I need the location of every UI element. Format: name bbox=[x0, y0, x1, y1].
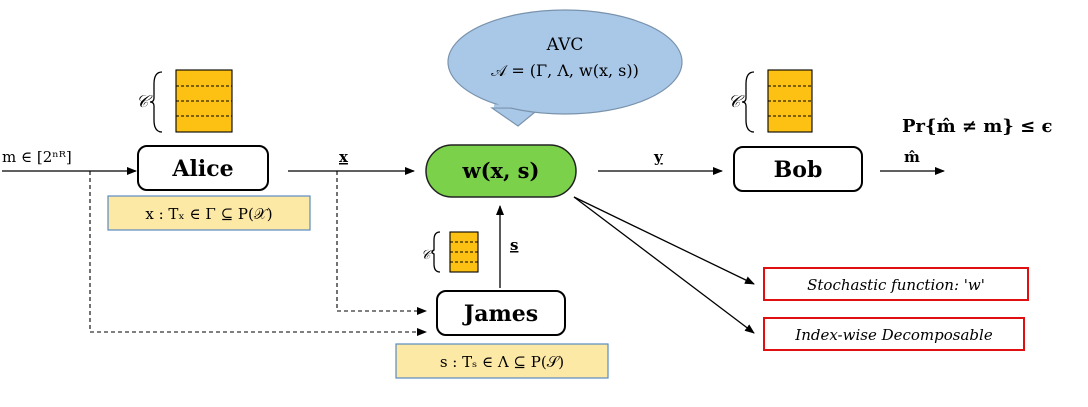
james-node bbox=[436, 290, 566, 336]
note-decomposable-text: Index-wise Decomposable bbox=[794, 326, 993, 344]
channel-to-note1-arrow bbox=[573, 196, 755, 285]
channel-node bbox=[425, 144, 577, 198]
edge-label-s: s bbox=[510, 236, 518, 254]
channel-label: w(x, s) bbox=[462, 158, 540, 183]
james-constraint: s : Tₛ ∈ Λ ⊆ P(𝒮) bbox=[440, 353, 564, 371]
channel-to-note2-arrow bbox=[573, 196, 755, 334]
alice-constraint: x : Tₓ ∈ Γ ⊆ P(𝒳) bbox=[145, 205, 272, 223]
alice-label: Alice bbox=[171, 156, 233, 182]
alice-constraint-box bbox=[107, 195, 311, 231]
note-stochastic-text: Stochastic function: 'w' bbox=[807, 276, 985, 294]
avc-bubble: AVC 𝒜 = (Γ, Λ, w(x, s)) bbox=[447, 9, 683, 127]
bob-label: Bob bbox=[774, 157, 823, 183]
avc-tuple: 𝒜 = (Γ, Λ, w(x, s)) bbox=[491, 61, 639, 80]
edge-label-y: y bbox=[653, 148, 664, 166]
bob-node bbox=[733, 146, 863, 192]
james-constraint-box bbox=[395, 343, 609, 379]
x-to-james-dashed bbox=[336, 171, 427, 315]
alice-codebook: 𝒞 bbox=[136, 69, 233, 133]
m-to-james-dashed bbox=[89, 171, 427, 336]
alice-node bbox=[137, 145, 269, 191]
avc-title: AVC bbox=[546, 35, 584, 55]
james-codebook-symbol: 𝒞 bbox=[421, 248, 434, 263]
bob-codebook: 𝒞 bbox=[728, 69, 813, 133]
note-decomposable: Index-wise Decomposable bbox=[763, 317, 1025, 351]
james-codebook: 𝒞 bbox=[421, 231, 479, 273]
james-label: James bbox=[462, 301, 538, 327]
edge-label-mhat: m̂ bbox=[904, 148, 920, 166]
error-probability: Pr{m̂ ≠ m} ≤ ϵ bbox=[902, 116, 1052, 137]
note-stochastic: Stochastic function: 'w' bbox=[763, 267, 1029, 301]
input-message: m ∈ [2ⁿᴿ] bbox=[2, 148, 72, 166]
edge-label-x: x bbox=[339, 148, 349, 166]
